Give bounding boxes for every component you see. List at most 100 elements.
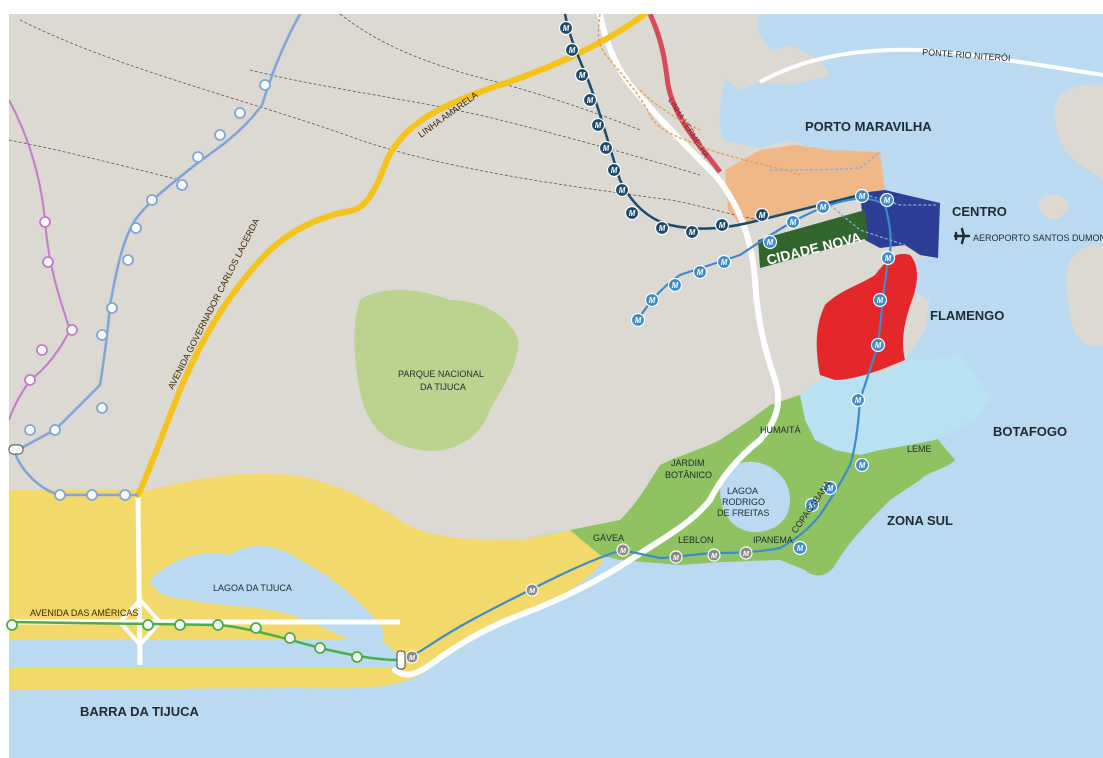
svg-text:M: M (759, 211, 766, 220)
niteroi-land-2 (1066, 244, 1103, 347)
station-circle (351, 651, 363, 663)
svg-text:M: M (619, 186, 626, 195)
label-parque-1: PARQUE NACIONAL (398, 369, 484, 379)
station-circle (119, 489, 131, 501)
station-circle (24, 424, 36, 436)
label-zona-sul: ZONA SUL (887, 513, 953, 528)
ponte-rio-niteroi (759, 47, 1103, 84)
label-centro: CENTRO (952, 204, 1007, 219)
svg-text:M: M (635, 316, 642, 325)
label-aeroporto: AEROPORTO SANTOS DUMONT (973, 233, 1103, 243)
svg-text:M: M (809, 501, 816, 510)
station-circle (284, 632, 296, 644)
svg-text:M: M (884, 196, 891, 205)
svg-text:M: M (743, 549, 750, 558)
station-circle (42, 256, 54, 268)
svg-text:M: M (672, 281, 679, 290)
label-jardim-2: BOTÂNICO (665, 470, 712, 480)
svg-text:M: M (885, 254, 892, 263)
metro-station-icon: M (654, 220, 670, 236)
label-lagoa-tijuca: LAGOA DA TIJUCA (213, 583, 292, 593)
linha-amarela (135, 14, 648, 498)
svg-text:M: M (587, 96, 594, 105)
svg-text:M: M (659, 224, 666, 233)
metro-station-icon: M (669, 550, 683, 564)
svg-text:M: M (603, 144, 610, 153)
station-circle (96, 329, 108, 341)
svg-text:M: M (579, 71, 586, 80)
expressway (392, 14, 782, 678)
metro-station-icon: M (614, 182, 630, 198)
station-circle (130, 222, 142, 234)
svg-text:M: M (859, 461, 866, 470)
metro-station-icon: M (754, 207, 770, 223)
linha-vermelha (647, 14, 723, 174)
label-porto-maravilha: PORTO MARAVILHA (805, 119, 932, 134)
vlt-line (597, 14, 801, 176)
metro-station-icon: M (815, 199, 831, 215)
label-lagoa-rf-1: LAGOA (727, 486, 758, 496)
label-parque-2: DA TIJUCA (420, 382, 466, 392)
metro-station-icon: M (564, 42, 580, 58)
metro-station-icon: M (762, 234, 778, 250)
tijuca-park (354, 289, 519, 451)
station-circle (66, 324, 78, 336)
metro-station-icon: M (792, 540, 808, 556)
station-circle (96, 402, 108, 414)
lagoa-rodrigo-de-freitas (720, 461, 790, 532)
station-circle (49, 424, 61, 436)
metro-station-icon: M (606, 162, 622, 178)
svg-text:M: M (711, 551, 718, 560)
svg-text:M: M (827, 484, 834, 493)
svg-text:M: M (620, 546, 627, 555)
metro-station-icon: M (590, 117, 606, 133)
label-leme: LEME (907, 444, 932, 454)
boundary-lines (9, 14, 761, 221)
metro-station-icon: M (880, 250, 896, 266)
west-line-purple (9, 99, 72, 421)
label-leblon: LEBLON (678, 535, 714, 545)
station-circle (250, 622, 262, 634)
flamengo-region (816, 253, 917, 380)
metro-station-icon: M (870, 337, 886, 353)
svg-text:M: M (563, 24, 570, 33)
station-circle (174, 619, 186, 631)
metro-station-icon: M (684, 224, 700, 240)
station-circle (36, 344, 48, 356)
svg-text:M: M (611, 166, 618, 175)
metro-station-icon: M (644, 292, 660, 308)
metro-station-icon: M (714, 217, 730, 233)
northern-land (690, 14, 830, 90)
vlt-centro (769, 151, 938, 246)
svg-text:M: M (697, 268, 704, 277)
station-circle (54, 489, 66, 501)
svg-text:M: M (649, 296, 656, 305)
metro-station-icon: M (707, 548, 721, 562)
label-flamengo: FLAMENGO (930, 308, 1004, 323)
station-circle (146, 194, 158, 206)
svg-text:M: M (859, 192, 866, 201)
svg-text:M: M (719, 221, 726, 230)
island (1038, 194, 1069, 220)
centro-region (860, 190, 940, 258)
niteroi-land (1054, 84, 1103, 180)
svg-text:M: M (595, 121, 602, 130)
metro-station-icon: M (785, 214, 801, 230)
label-gavea: GÁVEA (593, 533, 624, 543)
label-barra-da-tijuca: BARRA DA TIJUCA (80, 704, 200, 719)
station-circle (259, 79, 271, 91)
metro-station-icon: M (822, 480, 838, 496)
svg-text:M: M (673, 553, 680, 562)
interchange (117, 597, 163, 649)
svg-text:M: M (569, 46, 576, 55)
metro-station-icon: M (716, 254, 732, 270)
metro-station-icon: M (879, 192, 895, 208)
label-humaita: HUMAITÁ (760, 425, 801, 435)
mainland (9, 14, 940, 560)
metro-station-icon: M (667, 277, 683, 293)
metro-station-icon: M (582, 92, 598, 108)
station-circle (176, 179, 188, 191)
